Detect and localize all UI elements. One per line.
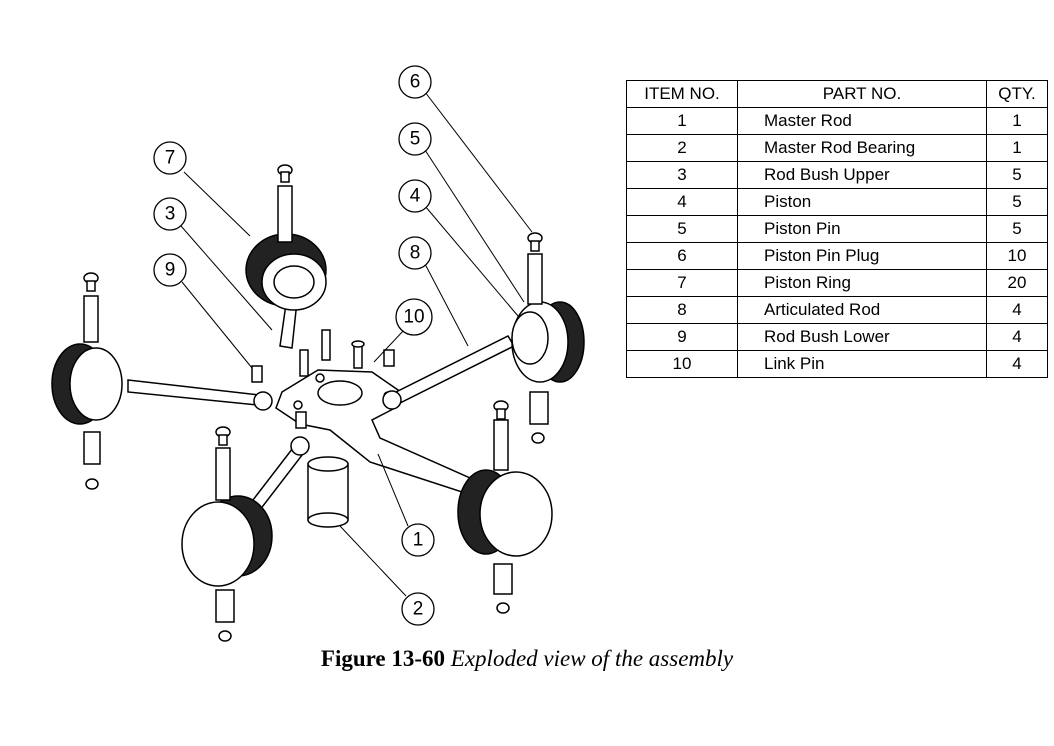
item-cell: 9 [626, 323, 738, 351]
balloon-5: 5 [398, 122, 432, 156]
piston-right [511, 232, 585, 444]
part-cell: Master Rod [737, 107, 987, 135]
part-cell: Rod Bush Lower [737, 323, 987, 351]
articulated-rods [127, 289, 516, 529]
item-cell: 5 [626, 215, 738, 243]
balloon-1: 1 [401, 523, 435, 557]
svg-text:9: 9 [165, 260, 176, 281]
balloon-9: 9 [153, 253, 187, 287]
piston-bottom-left [181, 426, 273, 642]
piston-left [51, 272, 123, 490]
svg-text:3: 3 [165, 204, 176, 225]
balloon-8: 8 [398, 236, 432, 270]
svg-text:1: 1 [413, 530, 424, 551]
part-cell: Link Pin [737, 350, 987, 378]
header-qty: QTY. [986, 80, 1048, 108]
item-cell: 4 [626, 188, 738, 216]
item-cell: 10 [626, 350, 738, 378]
svg-text:2: 2 [413, 599, 424, 620]
part-cell: Piston Pin Plug [737, 242, 987, 270]
table-header-row: ITEM NO. PART NO. QTY. [626, 80, 1048, 108]
master-rod-bearing [307, 456, 349, 528]
balloon-2: 2 [401, 592, 435, 626]
master-rod [275, 369, 472, 493]
figure-caption-text: Exploded view of the assembly [450, 646, 734, 671]
qty-cell: 5 [986, 161, 1048, 189]
part-cell: Piston [737, 188, 987, 216]
qty-cell: 5 [986, 215, 1048, 243]
piston-bottom-right [457, 400, 553, 614]
qty-cell: 1 [986, 107, 1048, 135]
leader-lines [180, 91, 533, 597]
balloon-4: 4 [398, 179, 432, 213]
header-item-no: ITEM NO. [626, 80, 738, 108]
qty-cell: 4 [986, 350, 1048, 378]
svg-text:10: 10 [403, 307, 424, 328]
balloon-10: 10 [395, 298, 433, 336]
item-cell: 8 [626, 296, 738, 324]
part-cell: Articulated Rod [737, 296, 987, 324]
item-cell: 7 [626, 269, 738, 297]
balloon-7: 7 [153, 141, 187, 175]
svg-text:4: 4 [410, 186, 421, 207]
part-cell: Rod Bush Upper [737, 161, 987, 189]
part-cell: Master Rod Bearing [737, 134, 987, 162]
balloon-6: 6 [398, 65, 432, 99]
svg-text:5: 5 [410, 129, 421, 150]
qty-cell: 10 [986, 242, 1048, 270]
svg-text:7: 7 [165, 148, 176, 169]
figure-number: Figure 13-60 [320, 646, 446, 671]
item-cell: 6 [626, 242, 738, 270]
balloon-3: 3 [153, 197, 187, 231]
qty-cell: 1 [986, 134, 1048, 162]
qty-cell: 5 [986, 188, 1048, 216]
qty-cell: 4 [986, 296, 1048, 324]
link-pins [251, 329, 395, 429]
part-cell: Piston Pin [737, 215, 987, 243]
svg-text:6: 6 [410, 72, 421, 93]
item-cell: 3 [626, 161, 738, 189]
item-cell: 2 [626, 134, 738, 162]
qty-cell: 20 [986, 269, 1048, 297]
figure-caption: Figure 13-60 Exploded view of the assemb… [0, 646, 1054, 672]
part-cell: Piston Ring [737, 269, 987, 297]
piston-top [245, 164, 327, 311]
qty-cell: 4 [986, 323, 1048, 351]
svg-text:8: 8 [410, 243, 421, 264]
item-cell: 1 [626, 107, 738, 135]
header-part-no: PART NO. [737, 80, 987, 108]
